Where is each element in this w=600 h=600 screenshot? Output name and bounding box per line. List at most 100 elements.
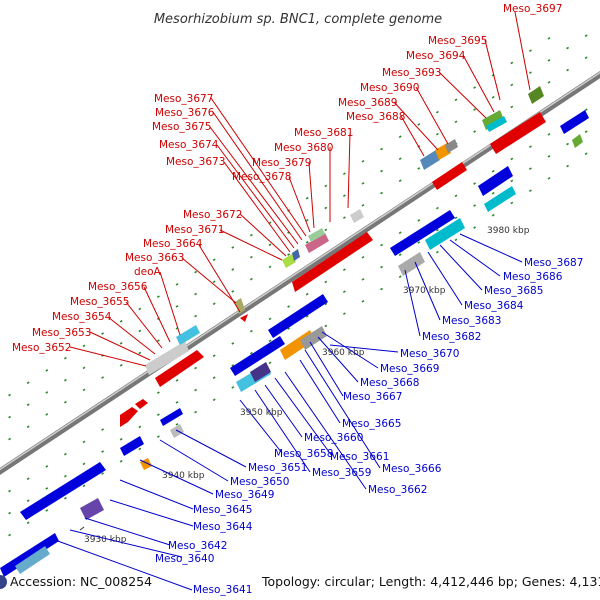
gene-label[interactable]: Meso_3686 — [503, 271, 563, 283]
gene-label[interactable]: Meso_3661 — [330, 451, 389, 463]
gene-label[interactable]: Meso_3652 — [12, 342, 71, 354]
gene-label[interactable]: Meso_3664 — [143, 238, 203, 250]
gene-darkgreen[interactable] — [528, 86, 544, 104]
gene-label[interactable]: Meso_3683 — [442, 315, 501, 327]
forward-gene-arrow[interactable] — [135, 399, 148, 409]
gene-cyan[interactable] — [484, 186, 516, 212]
reverse-gene-arrow[interactable] — [478, 166, 513, 196]
frame-dot — [119, 341, 123, 345]
frame-dot — [510, 83, 514, 87]
gene-label[interactable]: Meso_3655 — [70, 296, 129, 308]
forward-gene-arrow[interactable] — [432, 162, 467, 190]
gene-blue-grey[interactable] — [292, 249, 300, 261]
gene-label[interactable]: Meso_3679 — [252, 157, 311, 169]
gene-label[interactable]: Meso_3650 — [230, 476, 289, 488]
gene-label[interactable]: Meso_3678 — [232, 171, 291, 183]
frame-dot — [101, 450, 105, 453]
gene-label[interactable]: Meso_3654 — [52, 311, 112, 323]
reverse-gene-arrow[interactable] — [390, 210, 455, 256]
gene-label[interactable]: Meso_3673 — [166, 156, 225, 168]
gene-label[interactable]: Meso_3676 — [155, 107, 215, 119]
frame-dot — [175, 423, 179, 426]
gene-cyan[interactable] — [486, 116, 507, 132]
hypothetical-gene[interactable] — [350, 209, 364, 223]
gene-label[interactable]: Meso_3672 — [183, 209, 242, 221]
reverse-gene-arrow[interactable] — [20, 462, 106, 520]
gene-label[interactable]: Meso_3645 — [193, 504, 252, 516]
gene-purple[interactable] — [80, 498, 104, 520]
gene-grey[interactable] — [445, 139, 458, 153]
gene-label[interactable]: Meso_3677 — [154, 93, 213, 105]
reverse-gene-arrow[interactable] — [560, 110, 589, 134]
gene-label[interactable]: Meso_3660 — [304, 432, 363, 444]
frame-dot — [528, 71, 532, 74]
gene-label[interactable]: Meso_3651 — [248, 462, 307, 474]
gene-label[interactable]: Meso_3659 — [312, 467, 371, 479]
gene-label[interactable]: Meso_3697 — [503, 3, 562, 15]
gene-cyan[interactable] — [425, 218, 465, 250]
gene-label[interactable]: Meso_3656 — [88, 281, 148, 293]
gene-olive[interactable] — [235, 298, 245, 314]
forward-gene-arrow[interactable] — [155, 350, 204, 387]
gene-label[interactable]: Meso_3680 — [274, 142, 333, 154]
gene-label[interactable]: Meso_3687 — [524, 257, 583, 269]
reverse-gene-arrow[interactable] — [230, 336, 285, 376]
gene-green[interactable] — [572, 134, 583, 148]
gene-label[interactable]: Meso_3671 — [165, 224, 224, 236]
gene-label[interactable]: Meso_3666 — [382, 463, 442, 475]
gene-label[interactable]: Meso_3685 — [484, 285, 543, 297]
reverse-gene-arrow[interactable] — [160, 408, 183, 426]
frame-dot — [194, 292, 198, 296]
gene-label[interactable]: Meso_3675 — [152, 121, 211, 133]
gene-label[interactable]: Meso_3684 — [464, 300, 524, 312]
forward-gene-arrow[interactable] — [240, 314, 248, 322]
forward-gene-arrow[interactable] — [490, 112, 546, 154]
gene-label[interactable]: Meso_3693 — [382, 67, 441, 79]
gene-lime[interactable] — [282, 254, 296, 268]
gene-cyan[interactable] — [176, 325, 200, 345]
gene-label[interactable]: deoA — [134, 266, 162, 278]
frame-dot — [342, 290, 346, 293]
gene-label[interactable]: Meso_3658 — [274, 448, 333, 460]
gene-grey[interactable] — [300, 326, 327, 350]
gene-orange[interactable] — [140, 458, 152, 470]
reverse-gene-arrow[interactable] — [120, 436, 144, 456]
gene-lightblue[interactable] — [15, 546, 50, 574]
frame-dot — [547, 177, 551, 180]
gene-label[interactable]: Meso_3669 — [380, 363, 439, 375]
gene-label[interactable]: Meso_3662 — [368, 484, 427, 496]
gene-label[interactable]: Meso_3690 — [360, 82, 419, 94]
gene-label[interactable]: Meso_3682 — [422, 331, 481, 343]
reverse-gene-arrow[interactable] — [0, 533, 59, 577]
gene-label[interactable]: Meso_3649 — [215, 489, 274, 501]
hypothetical-gene[interactable] — [145, 341, 189, 375]
gene-label[interactable]: Meso_3653 — [32, 327, 91, 339]
forward-gene-arrow[interactable] — [120, 407, 138, 427]
gene-label[interactable]: Meso_3665 — [342, 418, 401, 430]
frame-dot — [305, 218, 309, 222]
gene-pink[interactable] — [305, 233, 329, 253]
reverse-gene-arrow[interactable] — [268, 294, 328, 338]
gene-label[interactable]: Meso_3681 — [294, 127, 353, 139]
gene-label[interactable]: Meso_3640 — [155, 553, 214, 565]
gene-steel[interactable] — [420, 150, 440, 170]
gene-label[interactable]: Meso_3668 — [360, 377, 419, 389]
gene-green[interactable] — [482, 110, 504, 130]
gene-label[interactable]: Meso_3694 — [406, 50, 466, 62]
gene-label[interactable]: Meso_3663 — [125, 252, 184, 264]
gene-grey[interactable] — [398, 252, 425, 276]
forward-gene-arrow[interactable] — [292, 232, 373, 292]
gene-label[interactable]: Meso_3688 — [346, 111, 405, 123]
frame-dot — [231, 246, 235, 249]
frame-dot — [528, 167, 532, 170]
gene-label[interactable]: Meso_3641 — [193, 584, 252, 596]
gene-green[interactable] — [308, 228, 325, 242]
gene-label[interactable]: Meso_3642 — [168, 540, 227, 552]
gene-label[interactable]: Meso_3667 — [343, 391, 402, 403]
gene-indigo[interactable] — [250, 362, 271, 382]
gene-label[interactable]: Meso_3695 — [428, 35, 487, 47]
gene-label[interactable]: Meso_3670 — [400, 348, 459, 360]
gene-label[interactable]: Meso_3644 — [193, 521, 253, 533]
gene-label[interactable]: Meso_3689 — [338, 97, 397, 109]
gene-label[interactable]: Meso_3674 — [159, 139, 219, 151]
